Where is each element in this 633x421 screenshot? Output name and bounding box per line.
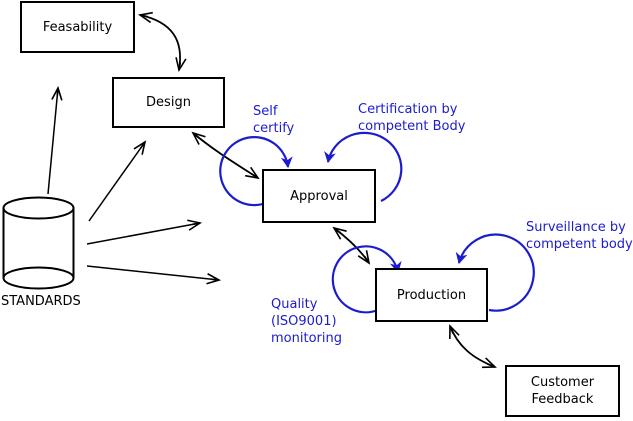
node-design: Design [112, 77, 225, 128]
annotation-surveillance-by-line1: Surveillance by [526, 220, 626, 235]
annotation-surveillance-by-line2: competent body [526, 237, 633, 252]
arrow-standards-to-design [88, 140, 147, 222]
node-customer-feedback-label-line2: Feedback [531, 392, 594, 407]
node-customer-feedback-label-line1: Customer [530, 375, 595, 390]
annotation-quality-monitoring-line2: (ISO9001) [271, 314, 337, 329]
node-feasability: Feasability [20, 1, 135, 53]
loop-certification-by-competent-body [324, 131, 403, 202]
loop-surveillance-by-competent-body [455, 233, 535, 312]
arrow-production-customer-feedback [449, 324, 497, 369]
standards-label: STANDARDS [1, 294, 81, 309]
annotation-certification-by-line1: Certification by [358, 102, 458, 117]
loop-self-certify [219, 136, 293, 207]
node-design-label: Design [146, 95, 191, 110]
arrow-approval-production [332, 226, 371, 265]
annotation-certification-by-line2: competent Body [358, 119, 466, 134]
node-approval-label: Approval [290, 188, 348, 204]
node-feasability-label: Feasability [42, 19, 113, 35]
node-production-label: Production [396, 287, 467, 303]
annotation-quality-monitoring-line3: monitoring [271, 331, 342, 346]
standards-cylinder-shape [2, 196, 75, 290]
node-production: Production [375, 268, 488, 322]
annotation-quality-monitoring: Quality (ISO9001) monitoring [271, 296, 342, 347]
annotation-self-certify-line1: Self [253, 104, 278, 119]
annotation-certification-by: Certification by competent Body [358, 101, 465, 135]
arrow-standards-to-feasability [47, 85, 63, 195]
arrow-design-approval [191, 131, 260, 180]
loop-quality-monitoring [331, 245, 402, 314]
node-customer-feedback: Customer Feedback [505, 365, 620, 417]
arrow-feasability-design [137, 11, 187, 73]
annotation-quality-monitoring-line1: Quality [271, 297, 318, 312]
annotation-self-certify: Self certify [253, 103, 294, 137]
node-approval: Approval [262, 169, 376, 223]
arrow-standards-to-approval [86, 219, 203, 245]
annotation-self-certify-line2: certify [253, 121, 295, 136]
arrow-standards-to-production [86, 265, 222, 285]
annotation-surveillance-by: Surveillance by competent body [526, 219, 633, 253]
